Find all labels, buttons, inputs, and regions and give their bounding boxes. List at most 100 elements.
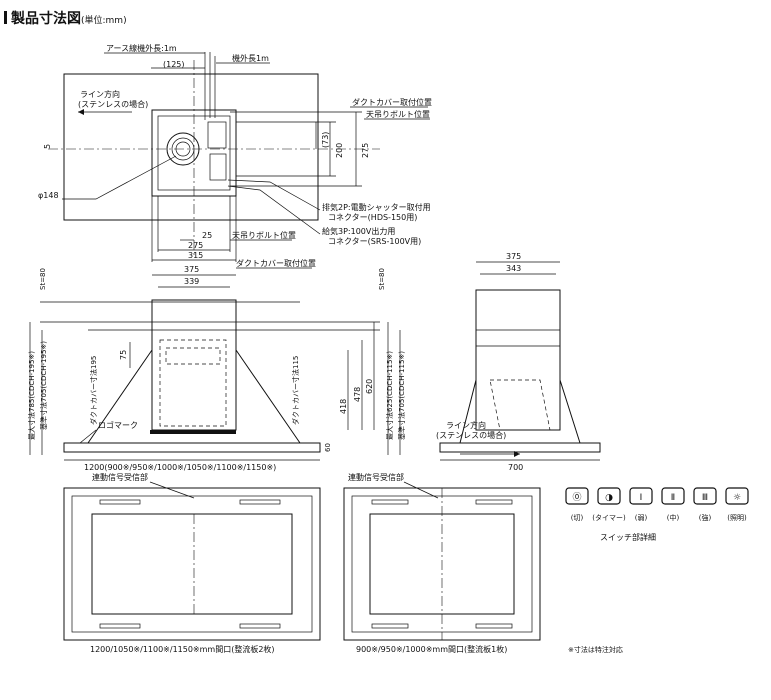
bottom-ext-lines — [151, 196, 237, 262]
side-duct-cover — [475, 289, 561, 431]
logo-mark-label: ロゴマーク — [98, 420, 138, 430]
side-view: 375 343 ライン方向 (ステンレスの場合) 700 — [436, 252, 601, 472]
width-dim: 1200(900※/950※/1000※/1050※/1100※/1150※) — [84, 463, 276, 472]
bottom-inner-left — [71, 495, 313, 633]
dim-60: 60 — [324, 443, 332, 452]
title-unit: (単位:mm) — [81, 16, 127, 26]
dim-275: 275 — [361, 143, 370, 158]
side-line-direction: ライン方向 — [446, 420, 486, 430]
connector1-label: 排気2P:電動シャッター取付用 — [322, 202, 431, 212]
title-bar-mark — [4, 11, 7, 24]
hood-slot — [150, 430, 236, 434]
connector1-leader — [227, 179, 321, 211]
side-stainless-note: (ステンレスの場合) — [436, 430, 506, 440]
switch-panel-caption: スイッチ部詳細 — [600, 532, 656, 542]
switch-label-weak: (弱) — [635, 514, 648, 522]
page-title: 製品寸法図(単位:mm) — [4, 8, 127, 28]
receiver-leader-left — [149, 481, 195, 499]
connector2-leader — [227, 185, 321, 235]
receiver-leader-right — [403, 481, 439, 499]
switch-button-medium — [661, 487, 685, 505]
dim-375: 375 — [184, 265, 199, 274]
duct-cover-195: ダクトカバー寸法195 — [89, 356, 98, 425]
switch-button-light — [725, 487, 749, 505]
dim-418: 418 — [339, 399, 348, 414]
switch-symbol-medium: Ⅱ — [671, 493, 675, 503]
dim-339: 339 — [184, 277, 199, 286]
dim-25: 25 — [202, 231, 212, 240]
filter-slot-2 — [239, 499, 281, 505]
side-dim-375: 375 — [506, 252, 521, 261]
phi-148: φ148 — [38, 191, 59, 200]
top-view-outline — [63, 73, 319, 221]
earth-wire-label: アース線機外長:1m — [106, 43, 177, 53]
side-hood-base — [439, 442, 601, 453]
caption-left: 1200/1050※/1100※/1150※mm間口(整流板2枚) — [90, 644, 275, 654]
dim-478: 478 — [353, 387, 362, 402]
switch-symbol-weak: Ⅰ — [640, 493, 643, 503]
connector1-model: コネクター(HDS-150用) — [328, 213, 417, 222]
switch-label-light: (照明) — [727, 514, 747, 522]
arrow-head — [78, 109, 84, 115]
side-dim-700: 700 — [508, 463, 523, 472]
bottom-outline-left — [63, 487, 321, 641]
inner-duct-hidden — [159, 339, 227, 427]
fan-hidden — [165, 347, 221, 365]
dim-315: 315 — [188, 251, 203, 260]
filter-slot-8 — [475, 623, 513, 629]
dim-73: (73) — [321, 132, 330, 148]
line-direction-label: ライン方向 — [80, 89, 120, 99]
wire-length-label: 機外長1m — [232, 53, 269, 63]
logo-mark-leader — [79, 429, 97, 444]
dim-620: 620 — [365, 379, 374, 394]
duct-cover-position-label: ダクトカバー取付位置 — [352, 97, 432, 107]
connector2-label: 給気3P:100V出力用 — [322, 226, 395, 236]
switch-panel: ⓪(切)◑(タイマー)Ⅰ(弱)Ⅱ(中)Ⅲ(強)☼(照明) — [565, 487, 749, 522]
bottom-view-left: 連動信号受信部 1200/1050※/1100※/1150※mm間口(整流板2枚… — [63, 472, 321, 654]
caption-right: 900※/950※/1000※mm間口(整流板1枚) — [356, 644, 507, 654]
switch-symbol-strong: Ⅲ — [702, 493, 708, 503]
hood-base — [63, 442, 321, 453]
rectifier-plates-left — [91, 513, 293, 615]
receiver-label-right: 連動信号受信部 — [348, 472, 404, 482]
switch-button-strong — [693, 487, 717, 505]
dim-5: 5 — [43, 144, 52, 149]
filter-slot-6 — [475, 499, 513, 505]
stainless-note: (ステンレスの場合) — [78, 99, 148, 109]
switch-label-off: (切) — [571, 514, 584, 522]
dim-200: 200 — [335, 143, 344, 158]
switch-label-strong: (強) — [699, 514, 712, 522]
filter-slot-3 — [99, 623, 141, 629]
switch-symbol-timer: ◑ — [605, 493, 613, 503]
switch-label-timer: (タイマー) — [592, 513, 626, 522]
st80-right: St=80 — [378, 268, 386, 290]
hood-sides — [87, 349, 301, 444]
duct-cover-115: ダクトカバー寸法115 — [291, 356, 300, 425]
switch-button-timer — [597, 487, 621, 505]
ceiling-bolt-position-label-2: 天吊りボルト位置 — [232, 230, 296, 240]
reference-lines — [40, 301, 380, 331]
side-cover-bands — [476, 329, 560, 347]
duct-cover — [151, 299, 237, 431]
switch-button-weak — [629, 487, 653, 505]
max-dim-785: 最大寸法785(CDCH-195※) — [27, 351, 36, 440]
filter-slot-4 — [239, 623, 281, 629]
filter-slot-1 — [99, 499, 141, 505]
side-arrow-head — [514, 451, 520, 457]
dim-ext-lines-275 — [230, 111, 362, 187]
bottom-view-right: 連動信号受信部 900※/950※/1000※mm間口(整流板1枚) — [343, 472, 541, 654]
dim-275b: 275 — [188, 241, 203, 250]
filter-slot-7 — [371, 623, 409, 629]
side-hood-sides — [459, 379, 581, 444]
switch-label-medium: (中) — [667, 513, 680, 522]
connector-block-lower — [209, 153, 227, 181]
title-text: 製品寸法図 — [11, 11, 81, 27]
receiver-label-left: 連動信号受信部 — [92, 472, 148, 482]
st80-left: St=80 — [39, 268, 47, 290]
custom-note: ※寸法は特注対応 — [568, 645, 623, 654]
filter-slot-5 — [371, 499, 409, 505]
side-dim-343: 343 — [506, 264, 521, 273]
switch-button-off — [565, 487, 589, 505]
connector2-model: コネクター(SRS-100V用) — [328, 237, 421, 246]
